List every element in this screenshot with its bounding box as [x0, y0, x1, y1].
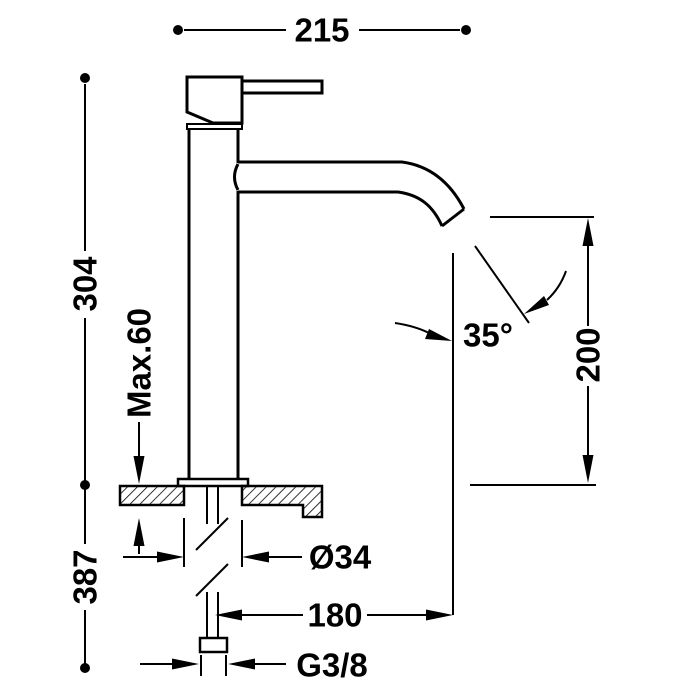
dim-215-label: 215: [294, 12, 349, 49]
arrowhead: [426, 609, 453, 621]
arrowhead: [524, 296, 549, 314]
arrowhead: [215, 609, 242, 621]
dim-outlet-projection: 180: [215, 597, 453, 634]
countertop-section-left: [118, 484, 186, 507]
faucet-spout-bottom: [238, 190, 444, 227]
dim-body-diameter: Ø34: [123, 518, 372, 576]
pipe-break-marks: [195, 517, 229, 597]
dim-304-label: 304: [67, 256, 104, 312]
angle-direction-line: [474, 245, 530, 324]
mounting-flange: [176, 477, 250, 488]
dim-outlet-height: 200: [470, 216, 607, 486]
dim-height-below-deck: 387: [67, 489, 104, 673]
dim-thread-label: G3/8: [296, 647, 368, 684]
faucet-drawing: [176, 75, 466, 654]
dim-diameter-label: Ø34: [309, 539, 372, 576]
arrowhead: [157, 551, 184, 563]
countertop-section: [118, 484, 324, 519]
extension-line: [200, 655, 227, 676]
dim-387-label: 387: [67, 549, 104, 604]
dim-endpoint-dot: [80, 73, 90, 83]
dim-inlet-thread: G3/8: [140, 647, 368, 684]
extension-line: [183, 518, 243, 567]
dim-max-deck-thickness: Max.60: [121, 308, 158, 554]
dim-height-above-deck: 304: [67, 73, 104, 490]
arrowhead: [582, 455, 594, 483]
dim-spout-angle: 35°: [394, 245, 567, 615]
faucet-handle-block: [185, 75, 244, 125]
arrowhead: [133, 456, 145, 484]
thread-nut: [198, 636, 229, 654]
arrowhead: [228, 658, 255, 670]
arrowhead: [242, 551, 269, 563]
dim-spout-reach-overall: 215: [173, 12, 471, 49]
dim-180-label: 180: [307, 597, 362, 634]
faucet-lever: [240, 79, 324, 95]
dim-endpoint-dot: [80, 480, 90, 490]
countertop-section-right: [240, 484, 324, 519]
spout-root-arc: [233, 163, 240, 191]
faucet-spout-top: [238, 160, 466, 210]
angle-arc: [394, 322, 430, 334]
angle-arc: [546, 270, 567, 301]
faucet-spout-outlet-face: [441, 207, 465, 228]
dim-max60-label: Max.60: [121, 308, 158, 418]
dim-angle-label: 35°: [463, 317, 513, 354]
arrowhead: [172, 658, 199, 670]
dim-200-label: 200: [570, 327, 607, 382]
arrowhead: [133, 518, 145, 546]
supply-pipe-upper: [206, 486, 219, 524]
dim-endpoint-dot: [80, 663, 90, 673]
arrowhead: [582, 218, 594, 246]
arrowhead: [425, 329, 452, 341]
faucet-collar: [186, 123, 243, 130]
dim-endpoint-dot: [173, 25, 183, 35]
dim-endpoint-dot: [461, 25, 471, 35]
